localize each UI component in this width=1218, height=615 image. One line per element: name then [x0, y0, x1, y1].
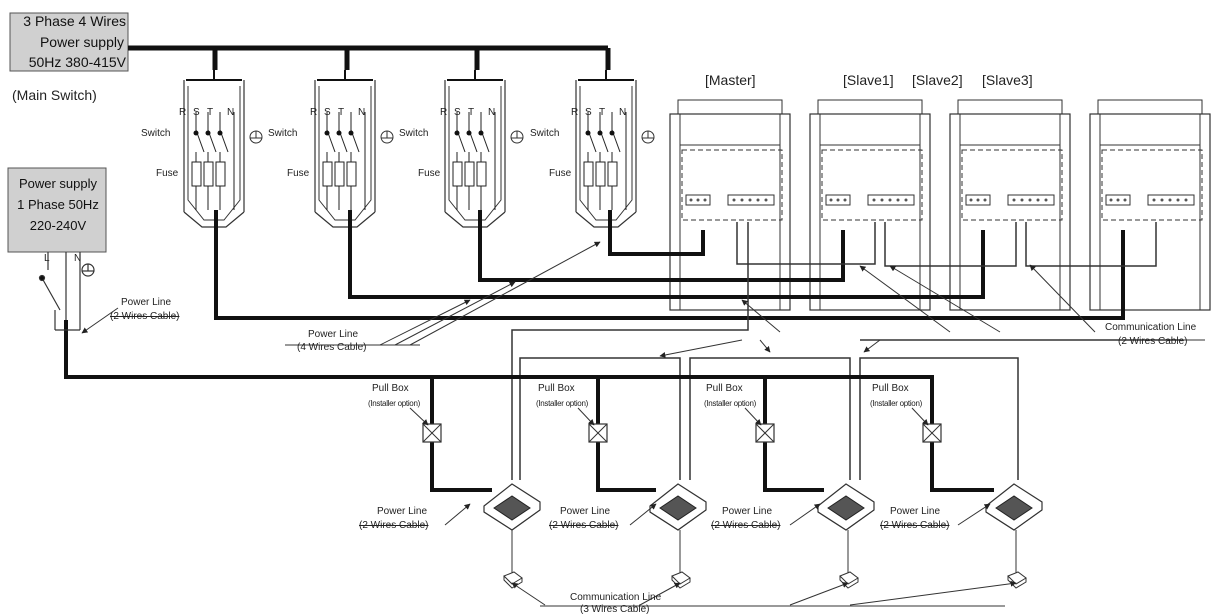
- switch-label: Switch: [268, 128, 298, 139]
- slave2-label: [Slave2]: [912, 72, 963, 88]
- terminal-s: S: [585, 107, 592, 118]
- installer-option-label: (Installer option): [704, 399, 756, 408]
- remote-controller: [839, 571, 859, 589]
- two-wires-cable-label: (2 Wires Cable): [880, 520, 950, 531]
- pull-box-label: Pull Box: [372, 383, 409, 394]
- terminal-s: S: [324, 107, 331, 118]
- main-supply-line2: Power supply: [39, 34, 124, 50]
- main-power-supply-box: [9, 12, 129, 72]
- installer-option-label: (Installer option): [368, 399, 420, 408]
- switch-fuse-panel: [314, 69, 394, 228]
- communication-line-label: Communication Line: [1105, 322, 1197, 333]
- main-supply-line3: 50Hz 380-415V: [28, 54, 126, 70]
- switch-fuse-panel: [444, 69, 524, 228]
- installer-option-label: (Installer option): [536, 399, 588, 408]
- fuse-label: Fuse: [287, 168, 310, 179]
- slave3-label: [Slave3]: [982, 72, 1033, 88]
- indoor-cassette-unit: [817, 483, 875, 531]
- pull-box: [922, 423, 942, 443]
- three-wires-cable-label: (3 Wires Cable): [580, 604, 650, 615]
- pull-box-label: Pull Box: [538, 383, 575, 394]
- terminal-n: N: [358, 107, 366, 118]
- outdoor-power-lines: [214, 210, 1125, 320]
- pull-box-label: Pull Box: [706, 383, 743, 394]
- power-line-label: Power Line: [722, 506, 773, 517]
- terminal-s: S: [454, 107, 461, 118]
- power-line-label: Power Line: [890, 506, 941, 517]
- terminal-r: R: [440, 107, 448, 118]
- outdoor-unit-slave3: [1089, 99, 1211, 311]
- power-line-label: Power Line: [560, 506, 611, 517]
- indoor-supply-wires: [38, 252, 95, 331]
- outdoor-unit-slave2: [949, 99, 1071, 311]
- indoor-cassette-unit: [985, 483, 1043, 531]
- four-wires-cable-label: (4 Wires Cable): [297, 342, 367, 353]
- two-wires-cable-label: (2 Wires Cable): [110, 311, 180, 322]
- indoor-supply-line3: 220-240V: [29, 218, 87, 233]
- terminal-n: N: [619, 107, 627, 118]
- main-power-bus: [128, 45, 611, 70]
- pull-box-label: Pull Box: [872, 383, 909, 394]
- two-wires-cable-label: (2 Wires Cable): [1118, 336, 1188, 347]
- switch-label: Switch: [399, 128, 429, 139]
- indoor-power-supply-box: [7, 167, 107, 253]
- pull-box: [422, 423, 442, 443]
- terminal-t: T: [468, 107, 475, 118]
- terminal-n: N: [227, 107, 235, 118]
- communication-line-label: Communication Line: [570, 592, 662, 603]
- main-supply-line1: 3 Phase 4 Wires: [23, 13, 126, 29]
- slave1-label: [Slave1]: [843, 72, 894, 88]
- indoor-supply-line1: Power supply: [18, 176, 98, 191]
- two-wires-cable-label: (2 Wires Cable): [549, 520, 619, 531]
- switch-fuse-panel: [575, 69, 655, 228]
- fuse-label: Fuse: [549, 168, 572, 179]
- switch-label: Switch: [141, 128, 171, 139]
- remote-controller: [1007, 571, 1027, 589]
- terminal-n: N: [488, 107, 496, 118]
- power-line-label: Power Line: [308, 329, 359, 340]
- two-wires-cable-label: (2 Wires Cable): [359, 520, 429, 531]
- switch-label: Switch: [530, 128, 560, 139]
- terminal-r: R: [571, 107, 579, 118]
- pull-box: [755, 423, 775, 443]
- remote-wires: [511, 530, 1017, 575]
- main-switch-label: (Main Switch): [12, 87, 97, 103]
- indoor-cassette-unit: [649, 483, 707, 531]
- leader-arrows: [81, 241, 1096, 606]
- master-label: [Master]: [705, 72, 756, 88]
- terminal-t: T: [599, 107, 606, 118]
- indoor-supply-line2: 1 Phase 50Hz: [17, 197, 99, 212]
- indoor-cassette-unit: [483, 483, 541, 531]
- power-line-label: Power Line: [377, 506, 428, 517]
- remote-controller: [503, 571, 523, 589]
- terminal-l: L: [44, 253, 50, 264]
- pull-box: [588, 423, 608, 443]
- fuse-label: Fuse: [418, 168, 441, 179]
- terminal-r: R: [310, 107, 318, 118]
- terminal-t: T: [207, 107, 214, 118]
- terminal-r: R: [179, 107, 187, 118]
- terminal-t: T: [338, 107, 345, 118]
- switch-fuse-panel: [183, 69, 263, 228]
- two-wires-cable-label: (2 Wires Cable): [711, 520, 781, 531]
- terminal-s: S: [193, 107, 200, 118]
- fuse-label: Fuse: [156, 168, 179, 179]
- indoor-power-line: [64, 320, 994, 492]
- installer-option-label: (Installer option): [870, 399, 922, 408]
- power-line-label: Power Line: [121, 297, 172, 308]
- terminal-n: N: [74, 253, 82, 264]
